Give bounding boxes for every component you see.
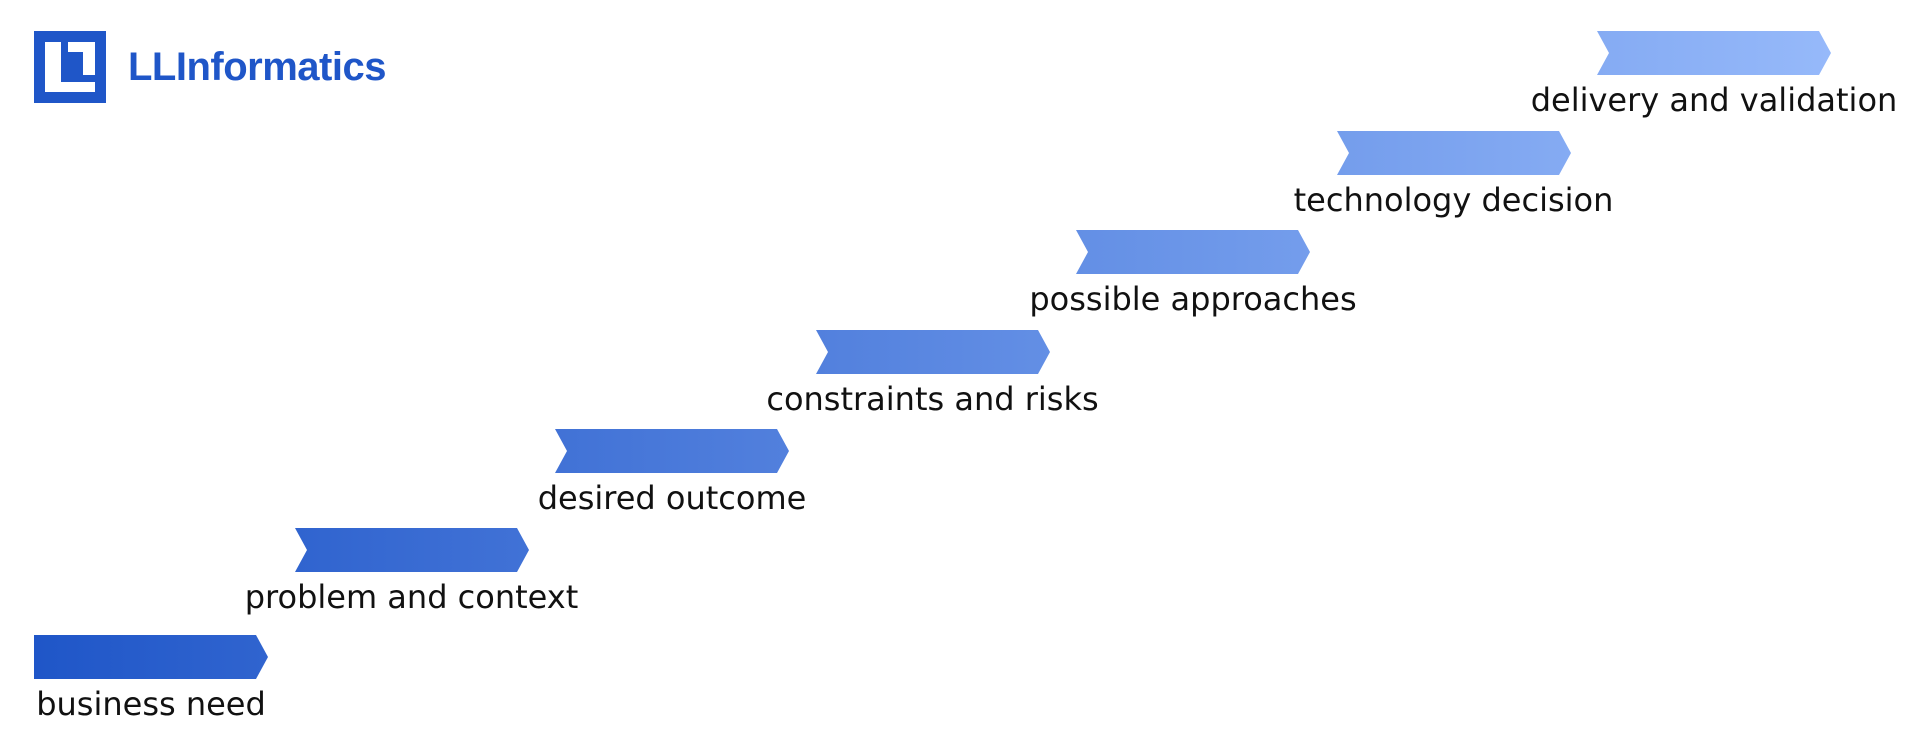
step-arrow-technology-decision [1336,131,1571,175]
step-arrow-delivery-and-validation [1597,31,1831,75]
step-arrow-desired-outcome [555,429,789,473]
llinformatics-logo-icon [34,31,106,103]
step-label-desired-outcome: desired outcome [537,479,807,517]
step-arrow-possible-approaches [1076,230,1310,274]
step-label-possible-approaches: possible approaches [1029,280,1357,318]
step-label-technology-decision: technology decision [1293,181,1614,219]
chevron-arrow-icon [555,429,789,473]
brand-name: LLInformatics [128,44,386,89]
chevron-arrow-icon [1336,131,1571,175]
step-label-business-need: business need [36,685,266,723]
step-arrow-problem-and-context [294,528,529,572]
chevron-arrow-icon [1597,31,1831,75]
chevron-arrow-icon [34,635,268,679]
step-arrow-business-need [34,635,268,679]
chevron-arrow-icon [1076,230,1310,274]
chevron-arrow-icon [815,330,1050,374]
step-label-delivery-and-validation: delivery and validation [1530,81,1898,119]
step-arrow-constraints-and-risks [815,330,1050,374]
chevron-arrow-icon [294,528,529,572]
step-label-problem-and-context: problem and context [244,578,579,616]
brand-logo: LLInformatics [34,31,386,103]
step-label-constraints-and-risks: constraints and risks [766,380,1099,418]
